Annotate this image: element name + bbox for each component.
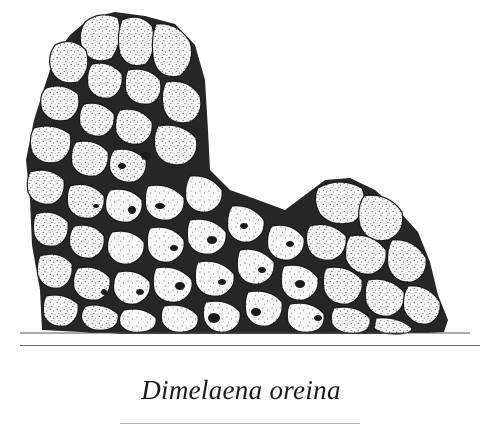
left-column-areoles	[26, 125, 147, 331]
ground-rule	[20, 345, 480, 346]
central-areoles	[104, 175, 325, 333]
species-caption: Dimelaena oreina	[141, 375, 341, 405]
right-lobes	[305, 181, 441, 335]
caption-underline	[120, 423, 360, 424]
apothecia-dots	[93, 152, 322, 323]
upper-lobes	[40, 14, 202, 166]
